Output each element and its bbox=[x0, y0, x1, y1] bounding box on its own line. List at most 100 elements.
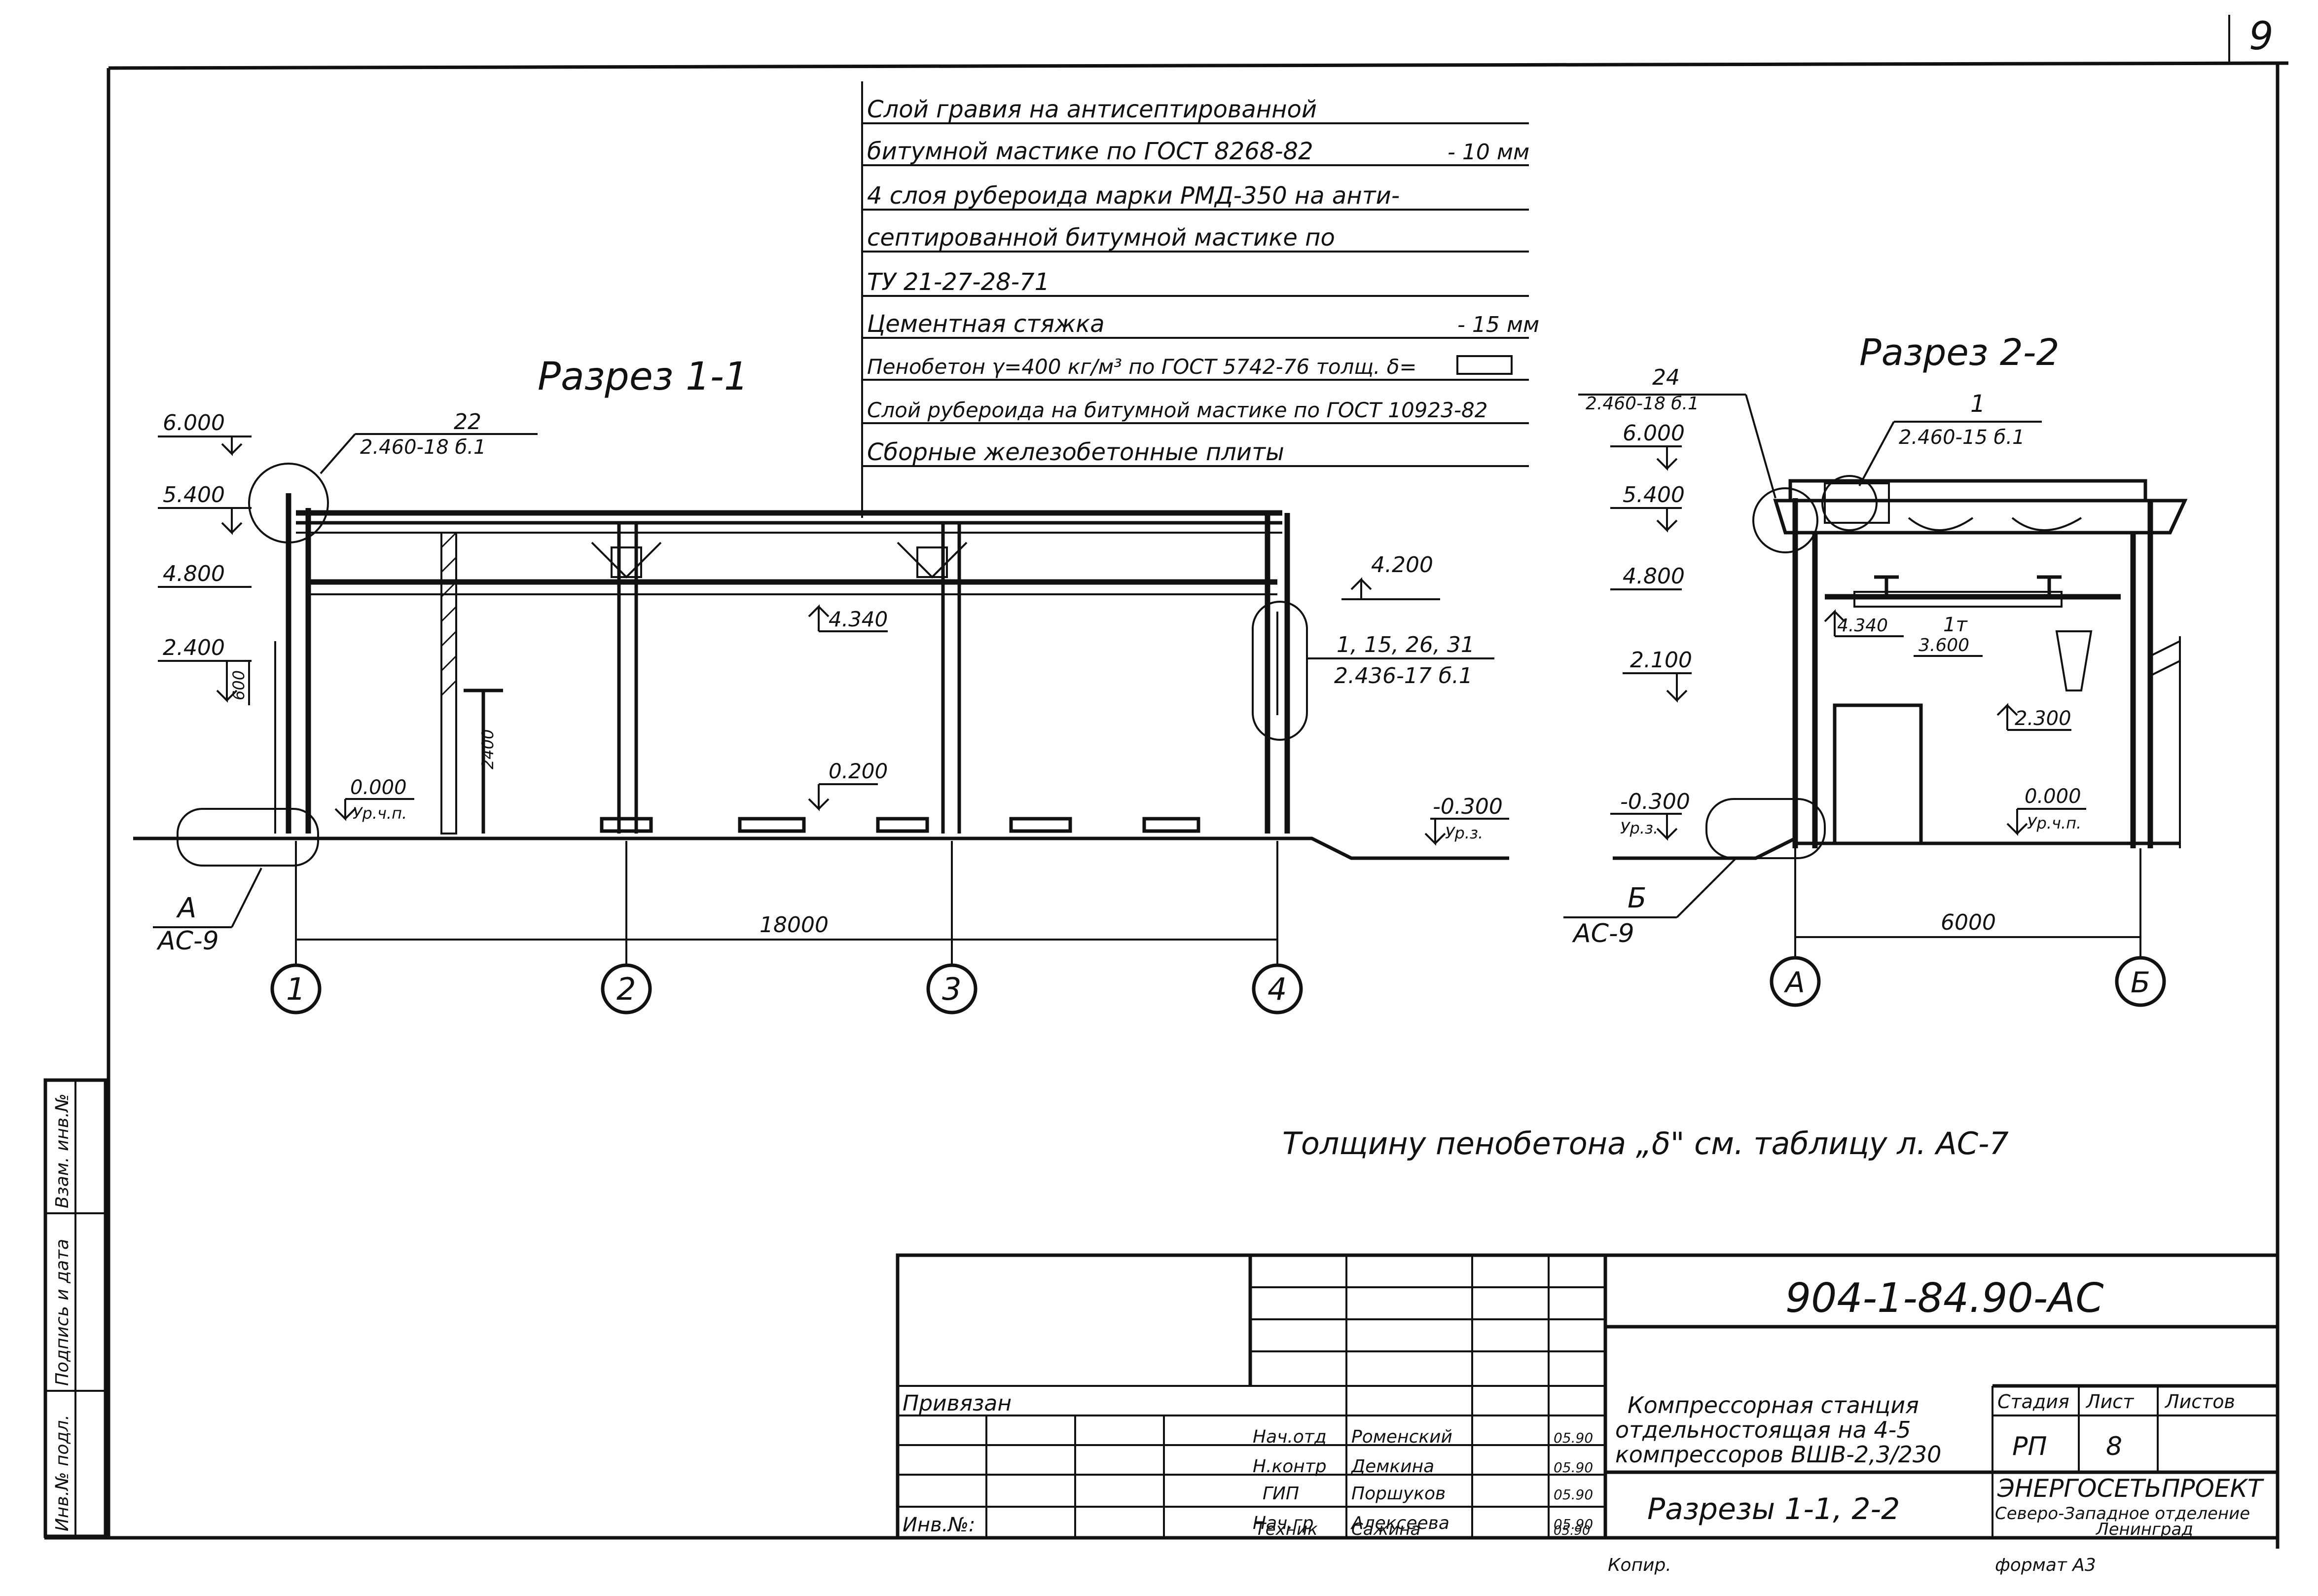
project-title-3: компрессоров ВШВ-2,3/230 bbox=[1615, 1441, 1941, 1468]
svg-text:Листов: Листов bbox=[2164, 1391, 2235, 1413]
project-title-2: отдельностоящая на 4-5 bbox=[1615, 1416, 1911, 1443]
side-stamp-inv: Инв.№ подл. bbox=[52, 1415, 72, 1531]
svg-text:А: А bbox=[1783, 966, 1805, 999]
svg-text:0.200: 0.200 bbox=[829, 759, 888, 783]
name-technician: Сажина bbox=[1351, 1520, 1420, 1539]
side-stamp-sign: Подпись и дата bbox=[52, 1239, 72, 1386]
svg-text:4: 4 bbox=[1268, 971, 1287, 1007]
svg-text:22: 22 bbox=[454, 409, 481, 435]
svg-text:2.300: 2.300 bbox=[2015, 707, 2071, 730]
svg-text:2.436-17 б.1: 2.436-17 б.1 bbox=[1334, 663, 1473, 689]
thickness-box bbox=[1456, 355, 1513, 375]
date-technician: 05.90 bbox=[1554, 1523, 1590, 1538]
org-name: ЭНЕРГОСЕТЬПРОЕКТ bbox=[1997, 1474, 2264, 1503]
svg-text:4.200: 4.200 bbox=[1371, 552, 1433, 578]
svg-text:2.460-18 б.1: 2.460-18 б.1 bbox=[1586, 394, 1699, 414]
svg-text:1т: 1т bbox=[1943, 614, 1968, 636]
svg-text:24: 24 bbox=[1652, 365, 1680, 390]
note-line-9: Сборные железобетонные плиты bbox=[867, 438, 1284, 466]
side-stamp-replace: Взам. инв.№ bbox=[52, 1093, 72, 1208]
svg-text:АС-9: АС-9 bbox=[1572, 919, 1634, 948]
copied-label: Копир. bbox=[1608, 1555, 1671, 1575]
svg-text:4.340: 4.340 bbox=[1837, 616, 1888, 636]
svg-text:Роменский: Роменский bbox=[1351, 1427, 1452, 1447]
role-technician: Техник bbox=[1255, 1520, 1318, 1539]
section2-title: Разрез 2-2 bbox=[1859, 331, 2060, 374]
svg-text:Демкина: Демкина bbox=[1350, 1456, 1434, 1477]
project-title-1: Компрессорная станция bbox=[1628, 1392, 1919, 1418]
svg-text:18000: 18000 bbox=[760, 912, 829, 938]
note-line-4: септированной битумной мастике по bbox=[867, 224, 1335, 252]
svg-text:Поршуков: Поршуков bbox=[1351, 1484, 1446, 1504]
bound-label: Привязан bbox=[903, 1391, 1012, 1416]
inv-label: Инв.№: bbox=[903, 1514, 975, 1536]
note-line-7: Пенобетон γ=400 кг/м³ по ГОСТ 5742-76 то… bbox=[867, 355, 1417, 379]
svg-text:-0.300: -0.300 bbox=[1620, 789, 1690, 814]
section-2-2: Разрез 2-2 6.000 bbox=[1563, 331, 2188, 1007]
svg-text:Лист: Лист bbox=[2085, 1391, 2135, 1413]
svg-text:3.600: 3.600 bbox=[1919, 635, 1969, 655]
svg-text:4.800: 4.800 bbox=[163, 561, 225, 586]
sheet-number: 9 bbox=[2249, 14, 2274, 59]
side-stamp: Инв.№ подл. Подпись и дата Взам. инв.№ bbox=[43, 1078, 108, 1538]
svg-text:Б: Б bbox=[2131, 966, 2150, 999]
svg-text:А: А bbox=[176, 892, 196, 924]
svg-text:2: 2 bbox=[616, 971, 636, 1007]
section-1-1: Разрез 1-1 bbox=[133, 355, 1509, 1015]
svg-text:2.400: 2.400 bbox=[163, 635, 225, 660]
svg-text:РП: РП bbox=[2012, 1432, 2047, 1461]
svg-text:05.90: 05.90 bbox=[1554, 1459, 1593, 1476]
title-block: 904-1-84.90-АС Привязан Инв.№: Нач.отд Н… bbox=[896, 1253, 2280, 1575]
org-branch: Северо-Западное отделение bbox=[1995, 1504, 2250, 1523]
svg-text:Стадия: Стадия bbox=[1997, 1391, 2069, 1413]
svg-text:6000: 6000 bbox=[1941, 910, 1996, 935]
note-line-3: 4 слоя рубероида марки РМД-350 на анти- bbox=[867, 182, 1400, 210]
note-value-2: - 15 мм bbox=[1457, 312, 1539, 337]
svg-text:0.000: 0.000 bbox=[2025, 785, 2081, 808]
roof-layers-notes: Слой гравия на антисептированной битумно… bbox=[861, 81, 1539, 518]
svg-text:6.000: 6.000 bbox=[1623, 421, 1685, 446]
svg-text:0.000: 0.000 bbox=[350, 776, 407, 799]
svg-text:Нач.отд: Нач.отд bbox=[1253, 1427, 1327, 1447]
svg-text:6.000: 6.000 bbox=[163, 410, 225, 435]
section1-left-levels: 6.000 5.400 4.800 2.400 600 bbox=[158, 410, 252, 705]
org-city: Ленинград bbox=[2095, 1520, 2193, 1539]
note-line-2: битумной мастике по ГОСТ 8268-82 bbox=[867, 138, 1313, 165]
svg-text:8: 8 bbox=[2106, 1432, 2122, 1461]
svg-text:Нач.гр: Нач.гр bbox=[1253, 1513, 1314, 1533]
svg-text:1: 1 bbox=[1970, 390, 1986, 418]
svg-text:Н.контр: Н.контр bbox=[1253, 1456, 1327, 1477]
svg-text:Ур.з.: Ур.з. bbox=[1620, 819, 1658, 837]
section1-title: Разрез 1-1 bbox=[538, 355, 748, 399]
dim-2400: 2400 bbox=[478, 729, 497, 769]
sheet-title: Разрезы 1-1, 2-2 bbox=[1647, 1492, 1900, 1526]
svg-text:05.90: 05.90 bbox=[1554, 1487, 1593, 1503]
svg-text:05.90: 05.90 bbox=[1554, 1516, 1593, 1532]
note-line-5: ТУ 21-27-28-71 bbox=[867, 268, 1050, 296]
svg-text:Б: Б bbox=[1628, 882, 1646, 914]
svg-text:5.400: 5.400 bbox=[1623, 482, 1685, 508]
svg-text:1, 15, 26, 31: 1, 15, 26, 31 bbox=[1337, 632, 1475, 657]
footnote: Толщину пенобетона „δ" см. таблицу л. АС… bbox=[1282, 1125, 2009, 1161]
svg-text:5.400: 5.400 bbox=[163, 482, 225, 508]
svg-text:2.460-15 б.1: 2.460-15 б.1 bbox=[1899, 426, 2025, 449]
svg-text:-0.300: -0.300 bbox=[1433, 794, 1503, 819]
note-value-1: - 10 мм bbox=[1448, 140, 1529, 165]
svg-text:ГИП: ГИП bbox=[1263, 1484, 1299, 1504]
svg-text:2.460-18 б.1: 2.460-18 б.1 bbox=[360, 436, 486, 459]
svg-text:Алексеева: Алексеева bbox=[1350, 1513, 1449, 1533]
svg-text:2.100: 2.100 bbox=[1630, 648, 1692, 673]
svg-text:Ур.ч.п.: Ур.ч.п. bbox=[353, 804, 407, 823]
svg-text:Ур.з.: Ур.з. bbox=[1445, 824, 1483, 842]
svg-text:3: 3 bbox=[942, 971, 961, 1007]
svg-text:1: 1 bbox=[286, 971, 305, 1007]
svg-text:05.90: 05.90 bbox=[1554, 1430, 1593, 1446]
note-line-8: Слой рубероида на битумной мастике по ГО… bbox=[867, 398, 1487, 422]
svg-text:Ур.ч.п.: Ур.ч.п. bbox=[2027, 814, 2081, 833]
note-line-6: Цементная стяжка bbox=[867, 310, 1105, 338]
svg-text:4.340: 4.340 bbox=[829, 607, 888, 631]
note-line-1: Слой гравия на антисептированной bbox=[867, 96, 1317, 123]
drawing-code: 904-1-84.90-АС bbox=[1785, 1275, 2104, 1322]
format-label: формат А3 bbox=[1995, 1555, 2096, 1575]
